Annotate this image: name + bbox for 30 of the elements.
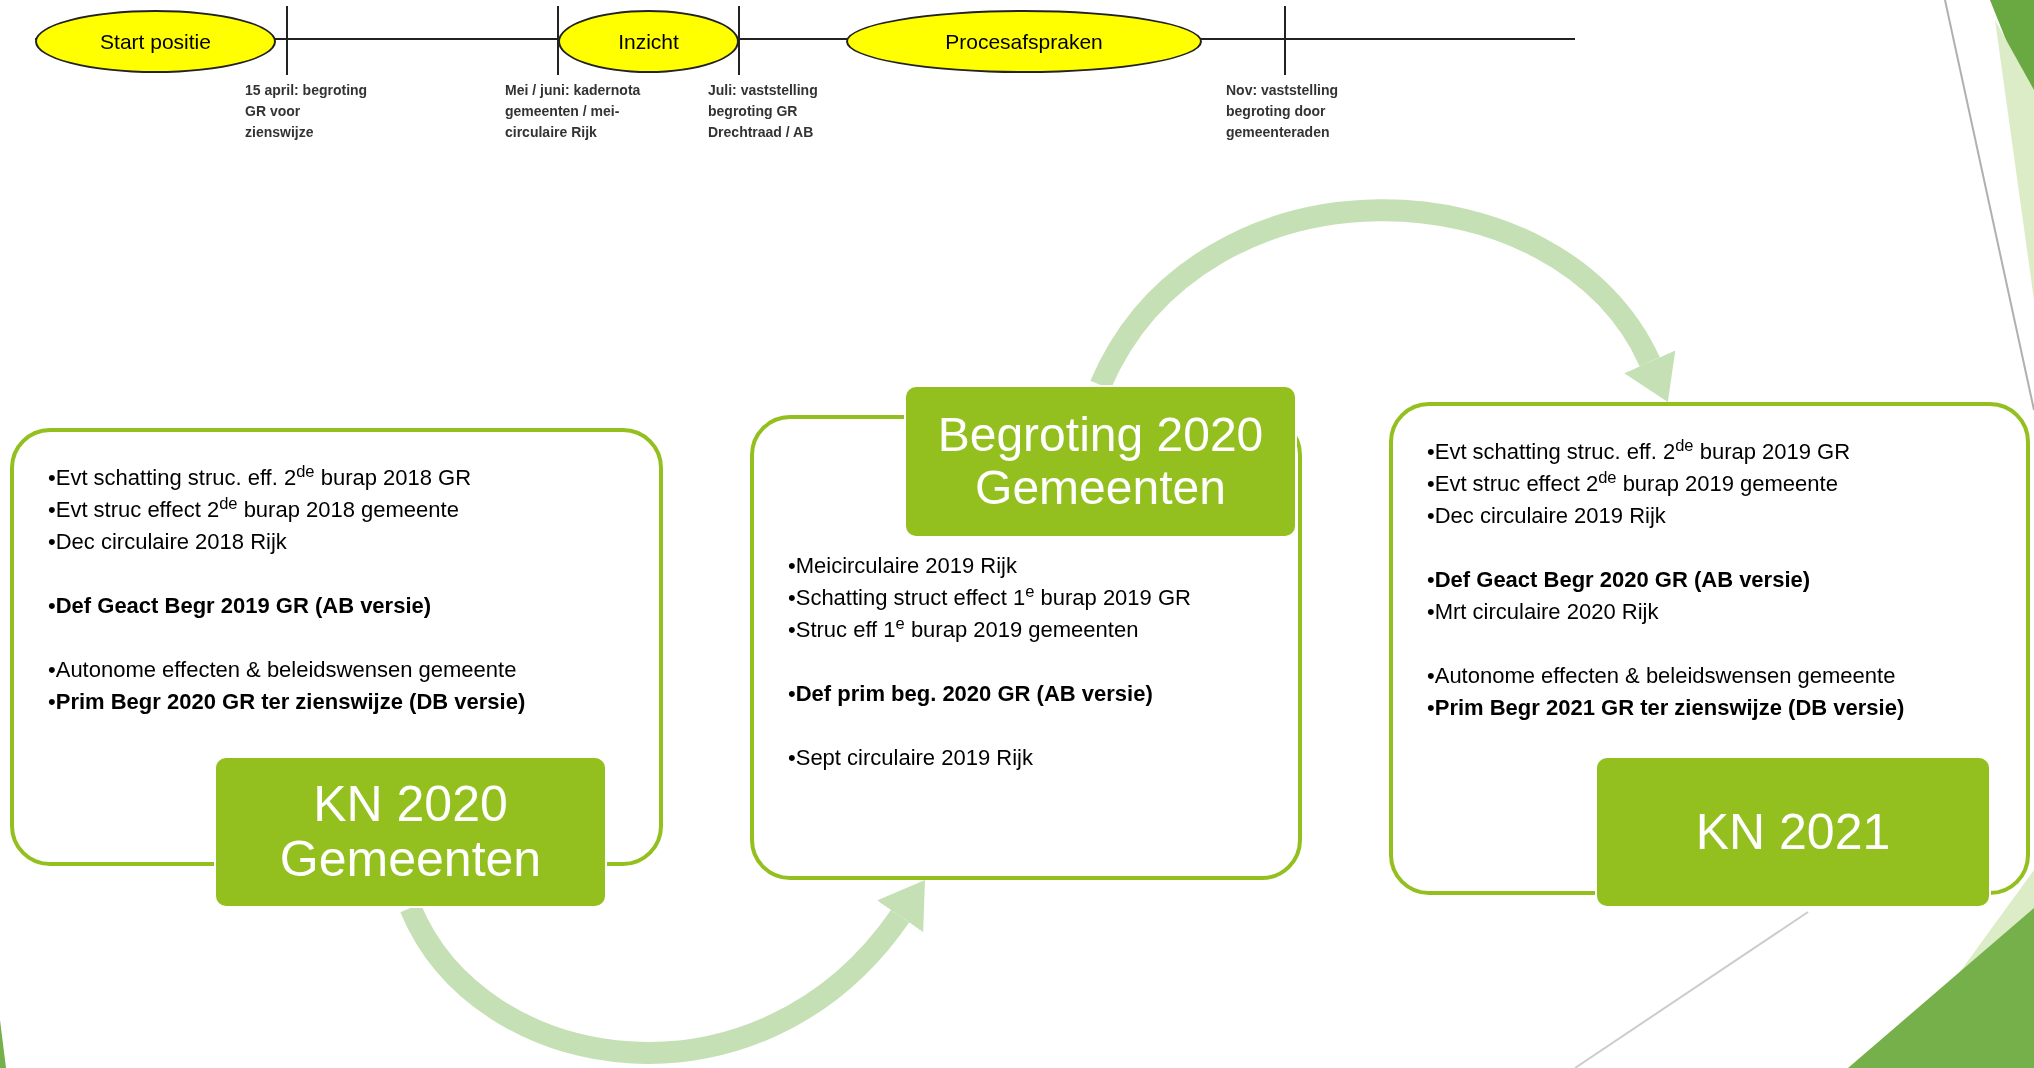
bullet-item: •Mrt circulaire 2020 Rijk bbox=[1427, 598, 1660, 626]
bullet-item: •Evt schatting struc. eff. 2$^{de}$ burap 2018 GR bbox=[48, 462, 473, 492]
bullet-item: •Dec circulaire 2018 Rijk bbox=[48, 528, 288, 556]
bullet-item: •Evt schatting struc. eff. 2$^{de}$ burap 2019 GR bbox=[1427, 436, 1852, 466]
title-box: KN 2020 Gemeenten bbox=[214, 756, 607, 908]
milestone-note: Mei / juni: kadernota gemeenten / mei-circulaire Rijk bbox=[505, 81, 642, 142]
title-box: Begroting 2020 Gemeenten bbox=[904, 385, 1297, 538]
milestone-note: 15 april: begroting GR voor zienswijze bbox=[245, 81, 369, 142]
bullet-item: •Def Geact Begr 2020 GR (AB versie) bbox=[1427, 566, 1812, 594]
bullet-item: •Autonome effecten & beleidswensen gemeente bbox=[1427, 662, 1897, 690]
curved-arrow bbox=[1090, 199, 1674, 400]
milestone-note: Juli: vaststelling begroting GR Drechtraad / AB bbox=[708, 81, 819, 142]
milestone-ellipse: Procesafspraken bbox=[846, 10, 1202, 73]
milestone-ellipse: Inzicht bbox=[558, 10, 739, 73]
bullet-item: •Schatting struct effect 1$^{e}$ burap 2019 GR bbox=[788, 582, 1192, 612]
bullet-item: •Evt struc effect 2$^{de}$ burap 2018 gemeente bbox=[48, 494, 460, 524]
bullet-item: •Evt struc effect 2$^{de}$ burap 2019 gemeente bbox=[1427, 468, 1839, 498]
bullet-item: •Def Geact Begr 2019 GR (AB versie) bbox=[48, 592, 433, 620]
bullet-item: •Def prim beg. 2020 GR (AB versie) bbox=[788, 680, 1154, 708]
milestone-note: Nov: vaststelling begroting door gemeenteraden bbox=[1226, 81, 1340, 142]
title-box: KN 2021 bbox=[1595, 756, 1991, 908]
bullet-item: •Struc eff 1$^{e}$ burap 2019 gemeenten bbox=[788, 614, 1140, 644]
bullet-item: •Prim Begr 2020 GR ter zienswijze (DB versie) bbox=[48, 688, 527, 716]
bullet-item: •Prim Begr 2021 GR ter zienswijze (DB versie) bbox=[1427, 694, 1906, 722]
bullet-item: •Sept circulaire 2019 Rijk bbox=[788, 744, 1034, 772]
bullet-item: •Autonome effecten & beleidswensen gemeente bbox=[48, 656, 518, 684]
curved-arrow bbox=[400, 882, 928, 1064]
bullet-item: •Dec circulaire 2019 Rijk bbox=[1427, 502, 1667, 530]
milestone-ellipse: Start positie bbox=[35, 10, 276, 73]
bullet-item: •Meicirculaire 2019 Rijk bbox=[788, 552, 1018, 580]
